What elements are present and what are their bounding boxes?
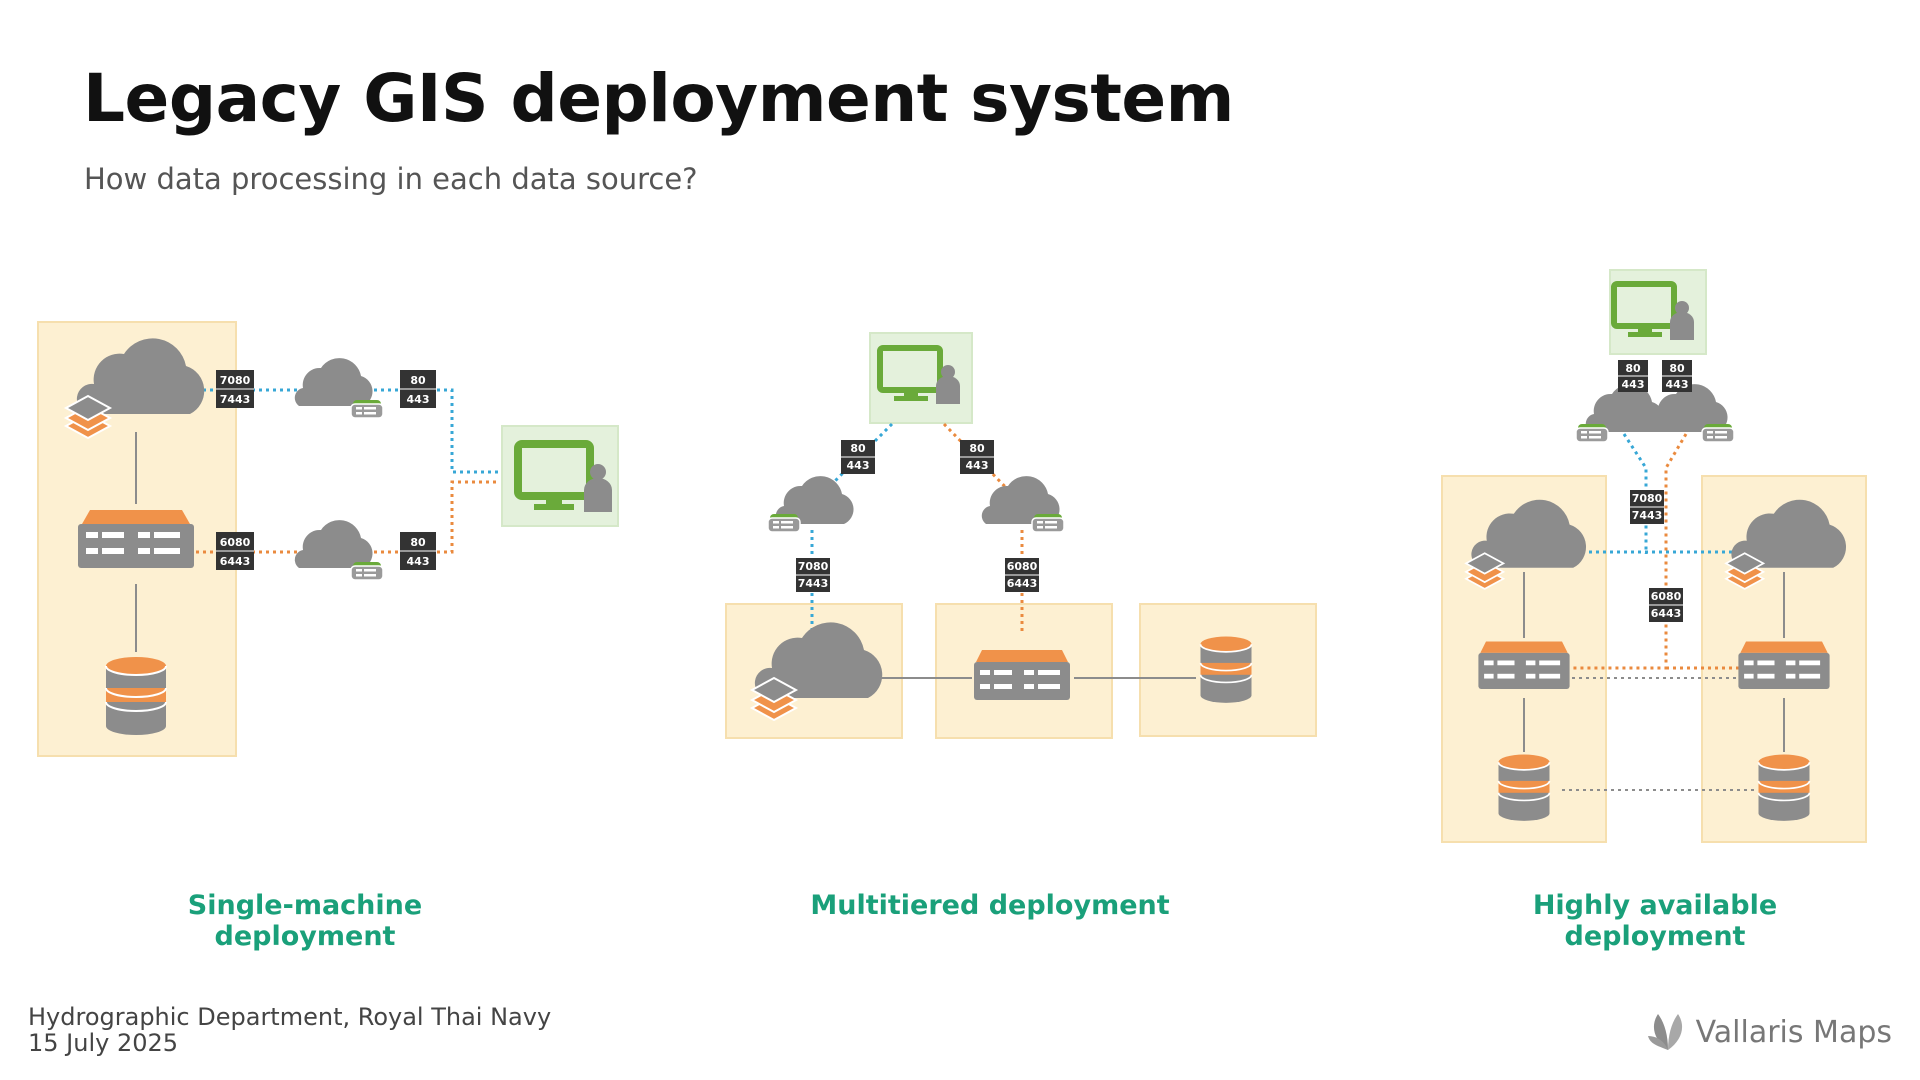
server-icon xyxy=(1478,641,1570,689)
logo: Vallaris Maps xyxy=(1647,1010,1892,1054)
port-top: 7080 xyxy=(798,560,829,573)
datastore-panel xyxy=(1139,603,1317,737)
port-label: 6080 6443 xyxy=(216,532,254,570)
web-adaptor-badge-icon xyxy=(767,513,801,533)
server-panel xyxy=(935,603,1113,739)
server-icon xyxy=(974,650,1070,700)
port-top: 6080 xyxy=(1651,590,1682,603)
caption-single-machine: Single-machine deployment xyxy=(187,890,423,952)
footer: Hydrographic Department, Royal Thai Navy… xyxy=(28,1004,551,1056)
single-machine-diagram: 7080 7443 80 443 6080 6443 80 443 xyxy=(37,321,619,757)
port-label: 80 443 xyxy=(841,440,875,474)
database-icon xyxy=(1757,753,1811,822)
caption-highly-available: Highly available deployment xyxy=(1532,890,1778,952)
highly-available-diagram: 80 443 80 443 7080 7443 6080 6443 xyxy=(1441,269,1867,843)
port-label: 80 443 xyxy=(1662,360,1692,392)
port-top: 7080 xyxy=(220,374,251,387)
port-bottom: 7443 xyxy=(798,577,829,590)
web-adaptor-badge-icon xyxy=(350,561,384,581)
port-top: 80 xyxy=(410,374,426,387)
port-bottom: 6443 xyxy=(220,555,251,568)
port-top: 80 xyxy=(969,442,985,455)
port-top: 6080 xyxy=(220,536,251,549)
port-bottom: 7443 xyxy=(1632,509,1663,522)
port-bottom: 443 xyxy=(966,459,989,472)
port-label: 80 443 xyxy=(400,370,436,408)
port-bottom: 443 xyxy=(407,393,430,406)
web-adaptor-cloud-icon xyxy=(294,520,373,568)
web-adaptor-badge-icon xyxy=(1031,513,1065,533)
caption-multitiered: Multitiered deployment xyxy=(810,890,1170,921)
port-label: 80 443 xyxy=(1618,360,1648,392)
port-bottom: 6443 xyxy=(1651,607,1682,620)
port-bottom: 443 xyxy=(847,459,870,472)
port-label: 7080 7443 xyxy=(216,370,254,408)
vallaris-leaf-icon xyxy=(1647,1014,1682,1050)
logo-text: Vallaris Maps xyxy=(1695,1014,1892,1050)
port-top: 7080 xyxy=(1632,492,1663,505)
multitiered-diagram: 80 443 80 443 7080 7443 6080 6443 xyxy=(725,332,1317,739)
port-label: 6080 6443 xyxy=(1005,558,1039,592)
port-label: 80 443 xyxy=(400,532,436,570)
port-top: 80 xyxy=(1625,362,1641,375)
server-icon xyxy=(78,510,194,568)
database-icon xyxy=(1199,635,1253,704)
page-title: Legacy GIS deployment system xyxy=(83,60,1234,137)
port-label: 7080 7443 xyxy=(796,558,830,592)
port-bottom: 443 xyxy=(1622,378,1645,391)
port-bottom: 443 xyxy=(407,555,430,568)
page-subtitle: How data processing in each data source? xyxy=(84,162,698,196)
web-adaptor-badge-icon xyxy=(1701,423,1735,443)
server-icon xyxy=(1738,641,1830,689)
port-top: 80 xyxy=(1669,362,1685,375)
database-icon xyxy=(1497,753,1551,822)
port-label: 80 443 xyxy=(960,440,994,474)
port-top: 80 xyxy=(410,536,426,549)
web-adaptor-badge-icon xyxy=(1575,423,1609,443)
port-bottom: 443 xyxy=(1666,378,1689,391)
footer-date: 15 July 2025 xyxy=(28,1029,179,1057)
port-top: 6080 xyxy=(1007,560,1038,573)
database-icon xyxy=(105,656,167,736)
port-label: 6080 6443 xyxy=(1649,588,1683,622)
port-bottom: 6443 xyxy=(1007,577,1038,590)
footer-org: Hydrographic Department, Royal Thai Navy xyxy=(28,1003,552,1031)
web-adaptor-badge-icon xyxy=(350,399,384,419)
port-top: 80 xyxy=(850,442,866,455)
port-bottom: 7443 xyxy=(220,393,251,406)
port-label: 7080 7443 xyxy=(1630,490,1664,524)
web-adaptor-cloud-icon xyxy=(294,358,373,406)
